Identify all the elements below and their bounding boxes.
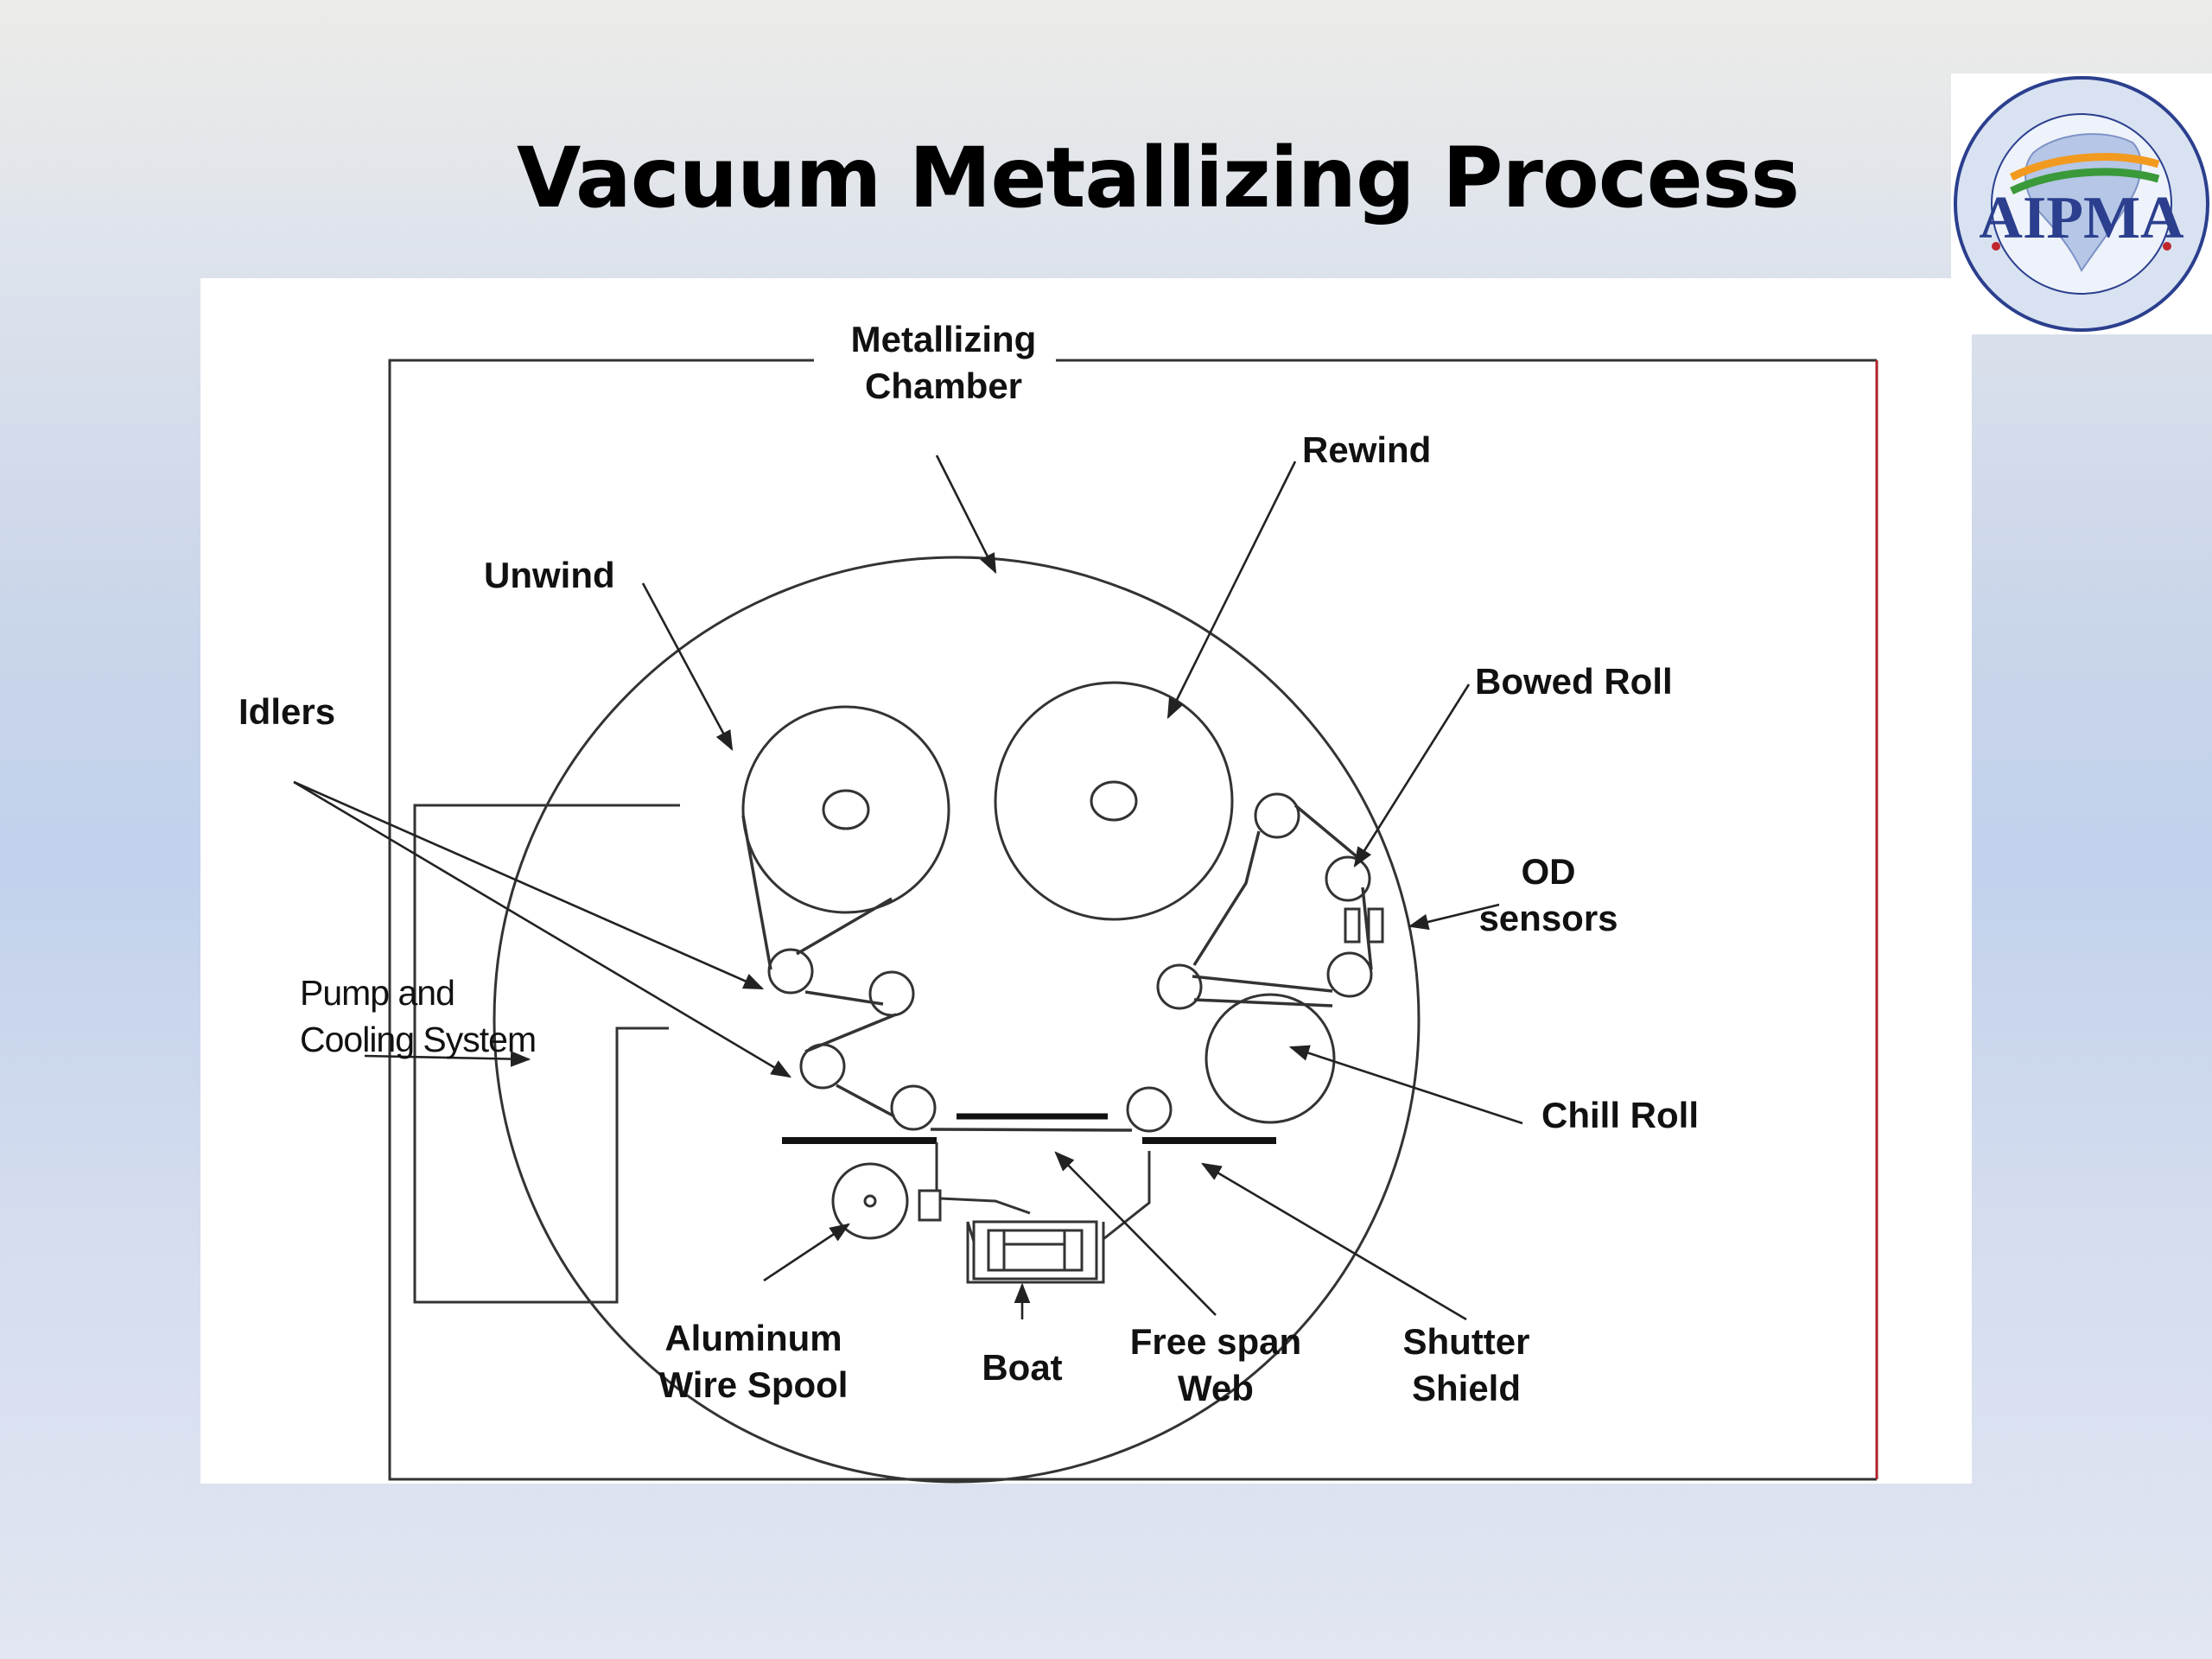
label-od-sensors: OD sensors [1462, 849, 1635, 942]
wire-feeder [918, 1189, 942, 1222]
leader-idler-upper [293, 780, 765, 990]
boat-support-line [966, 1151, 1151, 1284]
idler-roll [1126, 1086, 1173, 1133]
leader-pump [364, 1051, 531, 1067]
label-chamber-line2: Chamber [864, 365, 1023, 406]
idler-roll [1254, 792, 1300, 839]
label-spool-line1: Aluminum [664, 1318, 842, 1358]
od-sensor [1344, 907, 1361, 944]
od-sensor [1367, 907, 1384, 944]
unwind-roll [741, 705, 950, 914]
metallizer-schematic [293, 359, 1878, 1484]
label-shield-line1: Shutter [1402, 1321, 1530, 1362]
idler-roll [868, 970, 915, 1017]
label-pump: Pump and Cooling System [300, 969, 537, 1063]
leader-chill-roll [1288, 1045, 1523, 1125]
boat-inner [987, 1229, 1084, 1272]
vacuum-chamber-circle [493, 556, 1421, 1484]
label-web-line1: Free span [1129, 1321, 1302, 1362]
leader-spool [763, 1223, 850, 1282]
label-idlers: Idlers [238, 691, 336, 732]
boat-detail [1002, 1230, 1066, 1270]
idler-roll [890, 1084, 937, 1131]
leader-unwind [641, 582, 734, 752]
idler-roll [767, 948, 814, 995]
aluminum-wire-spool [831, 1162, 909, 1240]
label-rewind: Rewind [1302, 429, 1432, 470]
label-unwind: Unwind [484, 555, 615, 595]
aipma-emblem-icon: AIPMA [1954, 76, 2209, 332]
label-aluminum-wire-spool: Aluminum Wire Spool [650, 1315, 857, 1408]
label-web-line2: Web [1178, 1368, 1254, 1408]
leader-shutter-shield [1200, 1162, 1467, 1321]
label-chill-roll: Chill Roll [1541, 1095, 1699, 1135]
label-od-line2: sensors [1478, 898, 1618, 938]
label-spool-line2: Wire Spool [658, 1364, 849, 1405]
label-free-span-web: Free span Web [1116, 1319, 1315, 1412]
web-path [741, 804, 1373, 1132]
aipma-logo: AIPMA [1951, 73, 2212, 334]
label-pump-line2: Cooling System [300, 1020, 537, 1059]
leader-bowed-roll [1353, 683, 1471, 868]
vacuum-metallizer-diagram: Metallizing Chamber Rewind Unwind Idlers… [200, 278, 1972, 1484]
idler-roll [1325, 855, 1371, 902]
leader-chamber [935, 454, 997, 575]
label-shield-line2: Shield [1411, 1368, 1522, 1408]
label-od-line1: OD [1521, 851, 1576, 892]
svg-text:AIPMA: AIPMA [1979, 185, 2184, 251]
leader-free-span-web [1054, 1151, 1217, 1316]
slide-title: Vacuum Metallizing Process [516, 130, 1800, 226]
label-shutter-shield: Shutter Shield [1376, 1319, 1557, 1412]
label-bowed-roll: Bowed Roll [1475, 661, 1673, 702]
unwind-roll-core [822, 789, 870, 830]
label-chamber: Metallizing Chamber [823, 316, 1065, 410]
rewind-roll-core [1090, 780, 1138, 822]
label-chamber-line1: Metallizing [850, 319, 1037, 359]
spool-hub [863, 1194, 877, 1208]
aluminum-wire [935, 1142, 1031, 1215]
leader-od-sensors [1408, 903, 1500, 931]
label-boat: Boat [982, 1347, 1063, 1388]
idler-roll [1326, 951, 1373, 998]
idler-roll [1156, 963, 1203, 1010]
leader-idler-lower [293, 780, 792, 1078]
chill-roll [1205, 993, 1336, 1124]
leader-rewind [1166, 461, 1297, 720]
chamber-frame-line [388, 359, 1877, 1481]
rewind-roll [994, 681, 1234, 921]
boat-outer [972, 1220, 1098, 1281]
label-pump-line1: Pump and [300, 973, 455, 1013]
pump-duct [413, 804, 680, 1304]
